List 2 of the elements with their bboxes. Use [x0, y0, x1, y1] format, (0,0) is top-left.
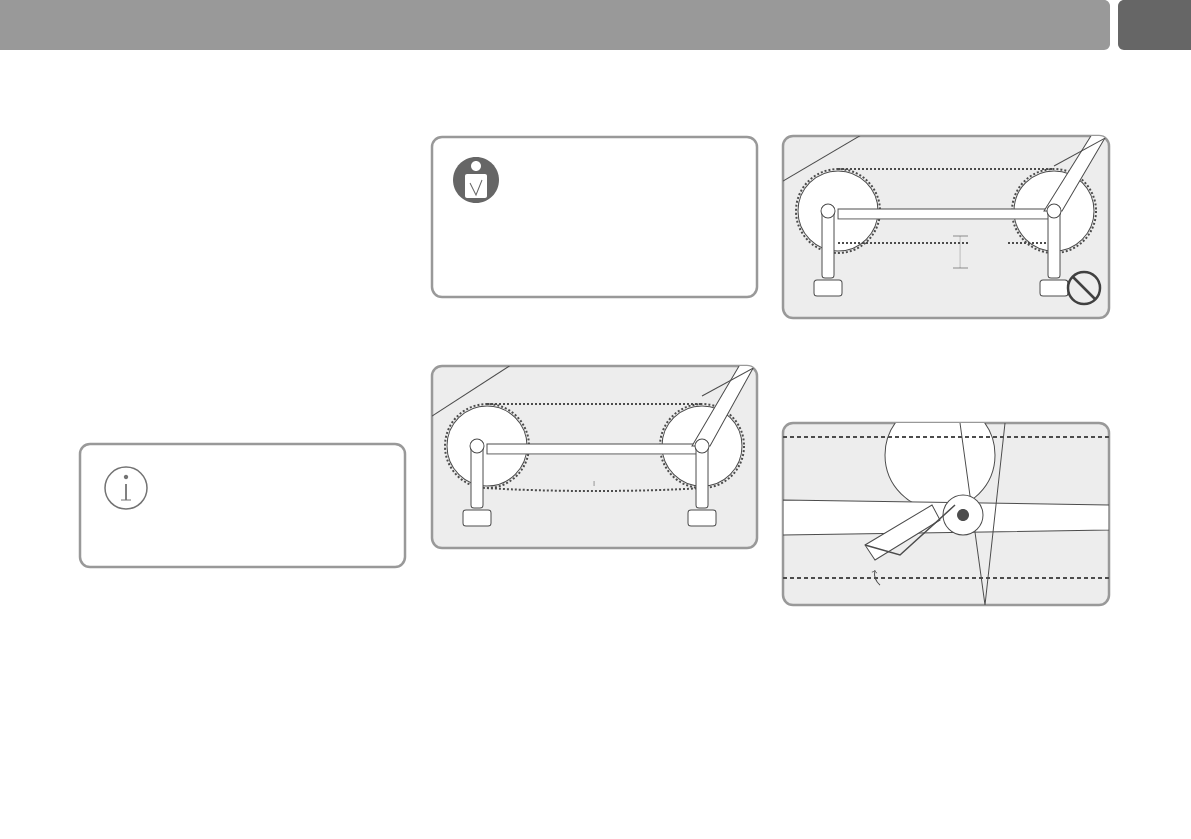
warning-box — [430, 135, 759, 299]
note-box — [78, 442, 407, 569]
